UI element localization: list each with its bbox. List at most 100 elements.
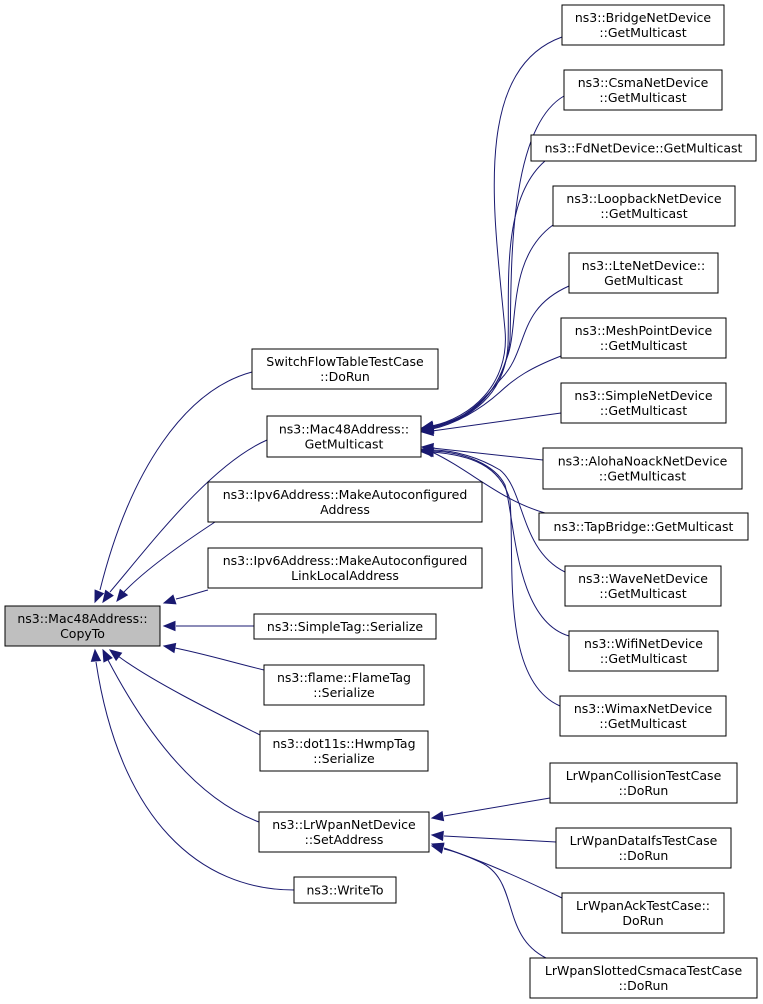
edge-line	[431, 449, 566, 573]
node-label-line: ::GetMulticast	[599, 90, 686, 105]
edge-line	[123, 521, 216, 593]
node-box	[552, 185, 736, 227]
node-label-line: ns3::LrWpanNetDevice	[272, 817, 416, 832]
edges-layer	[90, 36, 570, 959]
edge-lrack-to-lrwpansetaddr	[430, 842, 563, 899]
node-writeto[interactable]: ns3::WriteTo	[293, 876, 397, 904]
node-box	[293, 876, 397, 904]
node-lrcollision[interactable]: LrWpanCollisionTestCase::DoRun	[549, 762, 738, 804]
edge-line	[431, 412, 562, 432]
edge-line	[443, 797, 551, 817]
node-meshpoint[interactable]: ns3::MeshPointDevice::GetMulticast	[560, 317, 727, 359]
edge-getmulticast-to-copyto	[102, 439, 268, 604]
node-box	[4, 605, 161, 647]
node-simpletag[interactable]: ns3::SimpleTag::Serialize	[253, 613, 437, 640]
node-box	[563, 69, 723, 111]
node-switchflow[interactable]: SwitchFlowTableTestCase::DoRun	[251, 348, 439, 390]
node-label-line: ::GetMulticast	[600, 403, 687, 418]
edge-meshpoint-to-getmulticast	[420, 355, 562, 434]
edge-arrowhead	[90, 648, 102, 662]
node-label-line: ::SetAddress	[305, 832, 384, 847]
node-label-line: Address	[320, 502, 370, 517]
edge-line	[95, 661, 295, 891]
node-label-line: ns3::AlohaNoackNetDevice	[558, 454, 728, 469]
edge-arrowhead	[102, 648, 113, 663]
edge-line	[431, 447, 544, 461]
node-bridge[interactable]: ns3::BridgeNetDevice::GetMulticast	[561, 4, 725, 46]
node-label-line: GetMulticast	[305, 437, 384, 452]
edge-line	[431, 450, 570, 637]
edge-ipv6linklocal-to-copyto	[162, 589, 209, 605]
node-label-line: ::GetMulticast	[599, 25, 686, 40]
edge-arrowhead	[162, 642, 177, 654]
node-label-line: ::DoRun	[320, 369, 370, 384]
node-lrwpansetaddr[interactable]: ns3::LrWpanNetDevice::SetAddress	[258, 811, 430, 853]
edge-line	[443, 835, 557, 843]
node-label-line: ns3::Ipv6Address::MakeAutoconfigured	[223, 553, 468, 568]
node-label-line: ::Serialize	[313, 685, 375, 700]
node-aloha[interactable]: ns3::AlohaNoackNetDevice::GetMulticast	[542, 447, 743, 490]
node-box	[560, 317, 727, 359]
node-flametag[interactable]: ns3::flame::FlameTag::Serialize	[263, 664, 425, 706]
edge-lrslotted-to-lrwpansetaddr	[430, 843, 547, 959]
edge-lte-to-getmulticast	[420, 285, 570, 433]
node-csma[interactable]: ns3::CsmaNetDevice::GetMulticast	[563, 69, 723, 111]
node-box	[561, 892, 725, 934]
node-label-line: ns3::Mac48Address::	[17, 611, 147, 626]
node-copyto[interactable]: ns3::Mac48Address::CopyTo	[4, 605, 161, 647]
node-lrdataifs[interactable]: LrWpanDataIfsTestCase::DoRun	[555, 827, 732, 869]
node-label-line: ns3::flame::FlameTag	[277, 670, 411, 685]
node-hwmptag[interactable]: ns3::dot11s::HwmpTag::Serialize	[259, 730, 429, 772]
edge-simpletag-to-copyto	[162, 620, 254, 632]
edge-lrdataifs-to-lrwpansetaddr	[430, 830, 557, 843]
node-wimax[interactable]: ns3::WimaxNetDevice::GetMulticast	[559, 695, 727, 737]
node-box	[207, 547, 483, 589]
node-box	[568, 252, 719, 294]
edge-fd-to-getmulticast	[420, 160, 546, 433]
node-label-line: ns3::SimpleTag::Serialize	[267, 619, 423, 634]
edge-line	[117, 655, 261, 736]
node-label-line: LrWpanDataIfsTestCase	[570, 833, 718, 848]
edge-arrowhead	[162, 620, 176, 632]
node-simplenet[interactable]: ns3::SimpleNetDevice::GetMulticast	[560, 382, 727, 424]
node-lrslotted[interactable]: LrWpanSlottedCsmacaTestCase::DoRun	[529, 957, 758, 999]
node-box	[538, 512, 749, 541]
node-label-line: ns3::WifiNetDevice	[584, 636, 703, 651]
node-tapbridge[interactable]: ns3::TapBridge::GetMulticast	[538, 512, 749, 541]
node-wifi[interactable]: ns3::WifiNetDevice::GetMulticast	[568, 630, 719, 672]
node-label-line: ::GetMulticast	[599, 716, 686, 731]
node-label-line: ns3::FdNetDevice::GetMulticast	[545, 141, 743, 156]
node-label-line: ns3::dot11s::HwmpTag	[272, 736, 415, 751]
node-label-line: LrWpanAckTestCase::	[576, 898, 710, 913]
node-lrack[interactable]: LrWpanAckTestCase::DoRun	[561, 892, 725, 934]
edge-arrowhead	[430, 810, 445, 822]
node-box	[560, 382, 727, 424]
node-loopback[interactable]: ns3::LoopbackNetDevice::GetMulticast	[552, 185, 736, 227]
node-lte[interactable]: ns3::LteNetDevice::GetMulticast	[568, 252, 719, 294]
edge-ipv6auto-to-copyto	[116, 521, 216, 603]
node-label-line: ::GetMulticast	[600, 651, 687, 666]
node-label-line: ::DoRun	[619, 978, 669, 993]
edge-lrcollision-to-lrwpansetaddr	[430, 797, 551, 822]
edge-hwmptag-to-copyto	[108, 649, 261, 736]
node-label-line: ::GetMulticast	[599, 469, 686, 484]
node-label-line: ns3::LteNetDevice::	[582, 258, 705, 273]
node-box	[549, 762, 738, 804]
edge-line	[431, 36, 563, 427]
node-label-line: ns3::Mac48Address::	[279, 422, 409, 437]
node-box	[561, 4, 725, 46]
node-box	[529, 957, 758, 999]
edge-simplenet-to-getmulticast	[420, 412, 562, 437]
node-label-line: ns3::BridgeNetDevice	[575, 10, 712, 25]
node-wave[interactable]: ns3::WaveNetDevice::GetMulticast	[564, 565, 722, 607]
edge-line	[431, 355, 562, 430]
node-ipv6auto[interactable]: ns3::Ipv6Address::MakeAutoconfiguredAddr…	[207, 481, 483, 523]
node-getmulticast[interactable]: ns3::Mac48Address::GetMulticast	[266, 415, 422, 458]
node-ipv6linklocal[interactable]: ns3::Ipv6Address::MakeAutoconfiguredLink…	[207, 547, 483, 589]
node-label-line: ns3::TapBridge::GetMulticast	[554, 519, 734, 534]
node-fd[interactable]: ns3::FdNetDevice::GetMulticast	[530, 134, 757, 162]
node-label-line: ::GetMulticast	[600, 206, 687, 221]
node-label-line: LinkLocalAddress	[291, 568, 399, 583]
node-box	[259, 730, 429, 772]
